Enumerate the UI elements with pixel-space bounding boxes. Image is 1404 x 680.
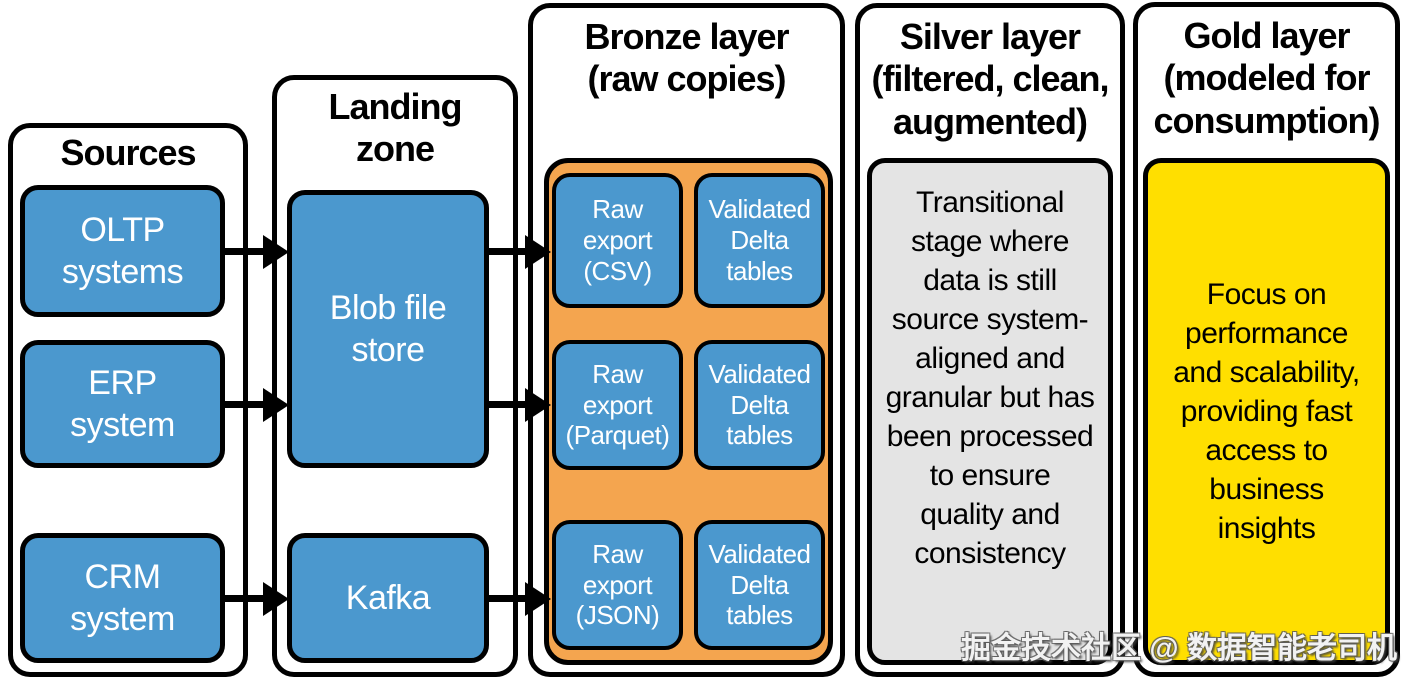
blob-file-store-box: Blob file store xyxy=(287,190,489,468)
blob-file-store-label: Blob file store xyxy=(329,288,447,370)
raw-export-json-box: Raw export (JSON) xyxy=(552,520,683,650)
crm-system-box: CRM system xyxy=(20,533,225,663)
silver-description-box: Transitional stage where data is still s… xyxy=(867,158,1113,665)
erp-system-label: ERP system xyxy=(70,363,175,445)
gold-subtitle-line: (modeled for consumption) xyxy=(1153,57,1381,141)
arrow-blob-to-raw-parquet xyxy=(489,401,525,408)
oltp-systems-label: OLTP systems xyxy=(61,210,184,292)
bronze-title-line: Bronze layer xyxy=(584,16,789,57)
validated-delta-tables-label-1: Validated Delta tables xyxy=(708,194,812,286)
validated-delta-tables-label-2: Validated Delta tables xyxy=(708,358,812,451)
arrow-blob-to-raw-csv xyxy=(489,248,525,255)
erp-system-box: ERP system xyxy=(20,340,225,468)
raw-export-parquet-label: Raw export (Parquet) xyxy=(565,358,670,451)
raw-export-csv-label: Raw export (CSV) xyxy=(582,194,653,286)
silver-title-line: Silver layer xyxy=(899,16,1081,57)
bronze-subtitle-line: (raw copies) xyxy=(587,58,786,100)
gold-title-line: Gold layer xyxy=(1183,15,1350,56)
crm-system-label: CRM system xyxy=(70,557,175,639)
gold-layer-title: Gold layer (modeled for consumption) xyxy=(1138,7,1395,142)
validated-delta-tables-box-1: Validated Delta tables xyxy=(694,173,825,308)
kafka-box: Kafka xyxy=(287,533,489,663)
sources-title: Sources xyxy=(60,132,196,173)
validated-delta-tables-label-3: Validated Delta tables xyxy=(708,538,812,631)
silver-layer-title: Silver layer (filtered, clean, augmented… xyxy=(860,8,1120,143)
watermark-text: 掘金技术社区 @ 数据智能老司机 xyxy=(961,632,1397,665)
raw-export-csv-box: Raw export (CSV) xyxy=(552,173,683,308)
gold-description-box: Focus on performance and scalability, pr… xyxy=(1143,158,1390,665)
raw-export-json-label: Raw export (JSON) xyxy=(575,538,660,631)
validated-delta-tables-box-2: Validated Delta tables xyxy=(694,340,825,470)
silver-subtitle-line: (filtered, clean, augmented) xyxy=(871,58,1109,142)
bronze-layer-title: Bronze layer (raw copies) xyxy=(533,8,840,101)
kafka-label: Kafka xyxy=(345,578,431,617)
silver-description-text: Transitional stage where data is still s… xyxy=(885,186,1095,570)
raw-export-parquet-box: Raw export (Parquet) xyxy=(552,340,683,470)
arrow-kafka-to-raw-json xyxy=(489,595,525,602)
oltp-systems-box: OLTP systems xyxy=(20,185,225,317)
arrow-crm-to-kafka xyxy=(222,595,263,602)
arrow-erp-to-blob xyxy=(222,401,263,408)
arrow-oltp-to-blob xyxy=(222,248,263,255)
validated-delta-tables-box-3: Validated Delta tables xyxy=(694,520,825,650)
gold-description-text: Focus on performance and scalability, pr… xyxy=(1173,278,1360,545)
landing-zone-title: Landing zone xyxy=(328,86,463,170)
